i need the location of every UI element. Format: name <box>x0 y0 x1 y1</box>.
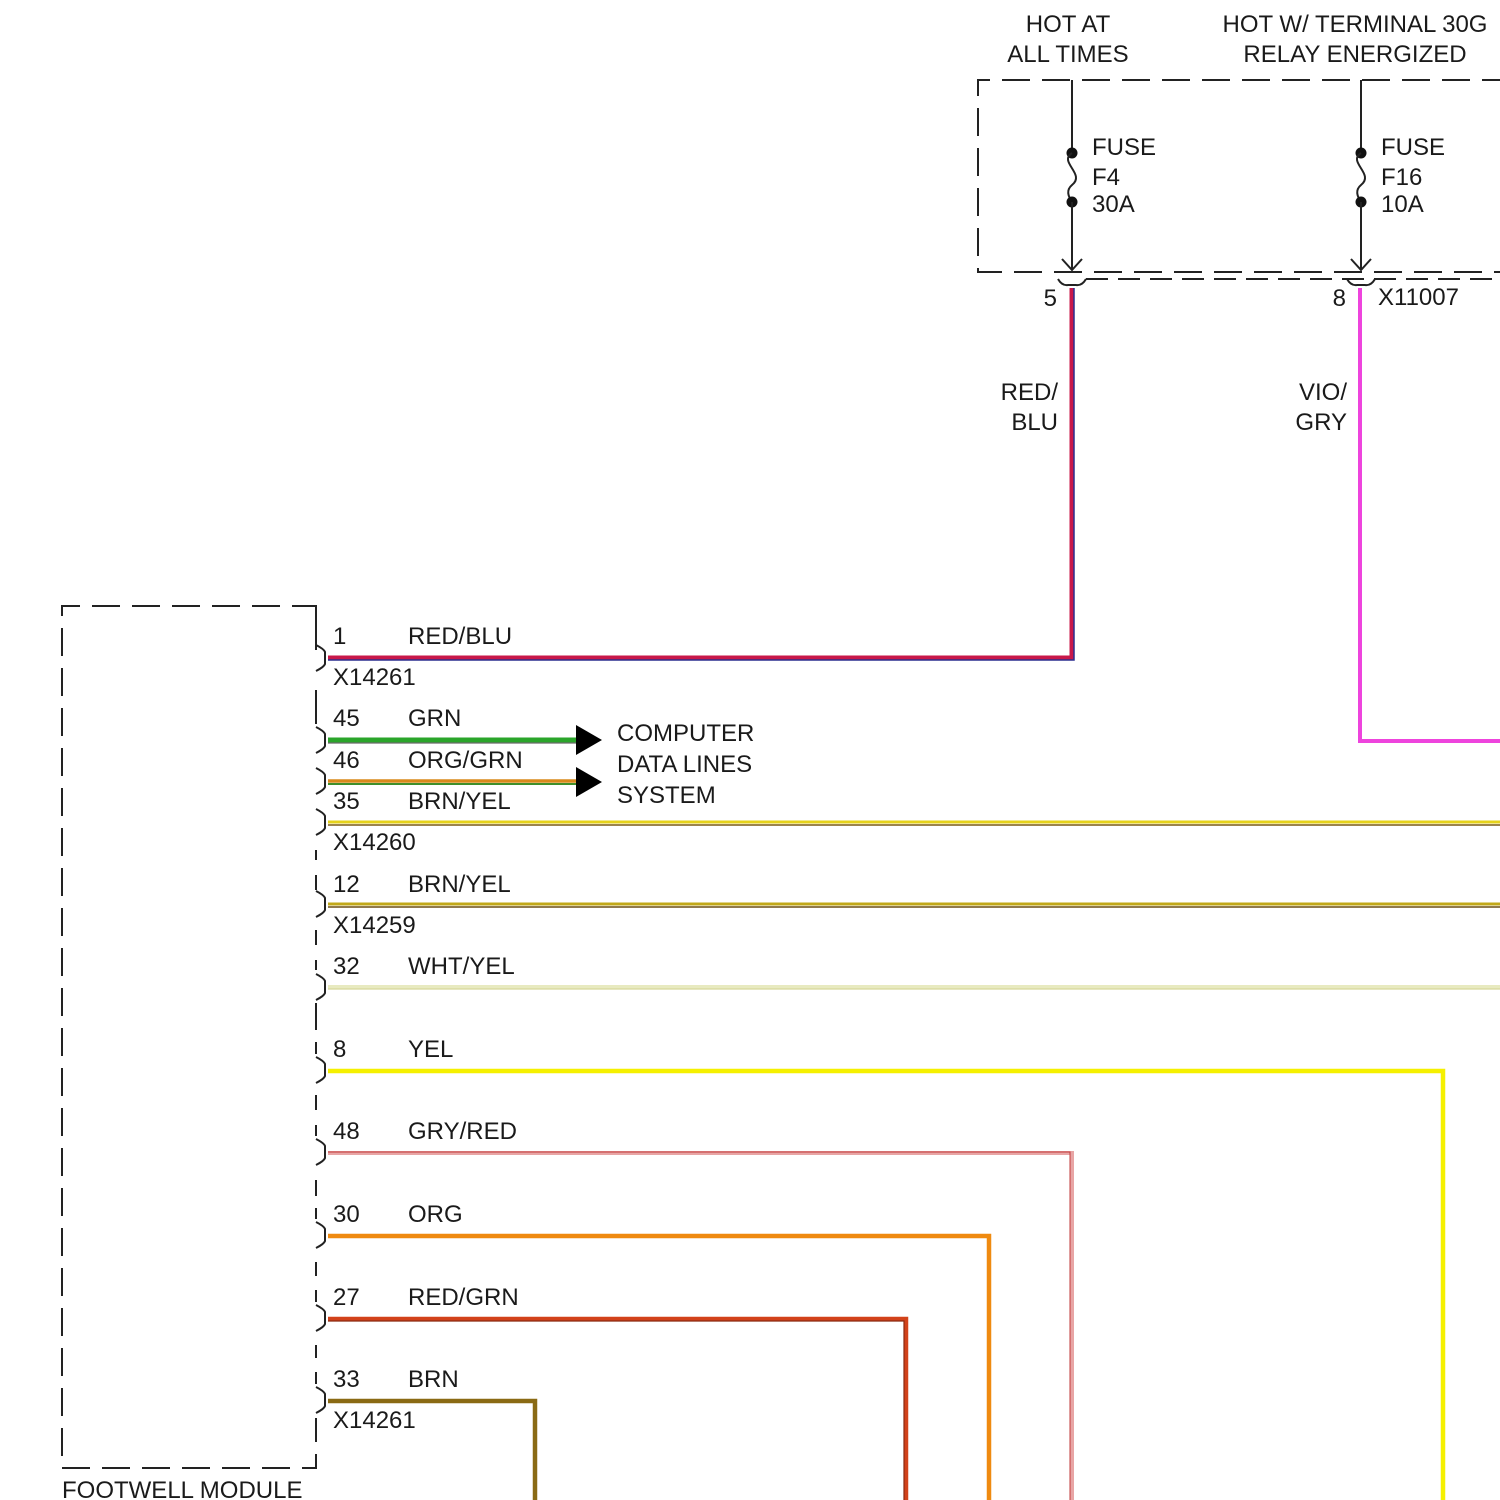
pin-number: 46 <box>333 747 360 774</box>
wire-label-vio-gry-line2: GRY <box>1295 409 1347 436</box>
connector-x11007-pin5-cup <box>1058 279 1086 285</box>
pin-row-46: 46 ORG/GRN <box>333 747 523 774</box>
pin-row-8: 8 YEL <box>333 1036 453 1063</box>
footwell-module-label: FOOTWELL MODULE <box>62 1477 302 1500</box>
arrow-grn <box>576 725 602 755</box>
wire-label-red-blu-line2: BLU <box>1011 409 1058 436</box>
pin-wire-color: BRN/YEL <box>408 788 511 815</box>
pin-connector: X14259 <box>333 912 416 939</box>
wire-red-blu <box>328 288 1074 660</box>
pin-wire-color: RED/BLU <box>408 623 512 650</box>
wire-brn-yel-35 <box>328 822 1500 825</box>
pin-connector: X14260 <box>333 829 416 856</box>
data-lines-label-line3: SYSTEM <box>617 782 716 809</box>
pin-row-27: 27 RED/GRN <box>333 1284 519 1311</box>
fuse-f16-symbol <box>1351 80 1371 270</box>
pin-row-30: 30 ORG <box>333 1201 463 1228</box>
wire-vio-gry <box>1360 288 1500 741</box>
pin-number: 27 <box>333 1284 360 1311</box>
fuse-f16-line1: FUSE <box>1381 134 1445 161</box>
pin-wire-color: GRN <box>408 705 461 732</box>
wire-label-vio-gry-line1: VIO/ <box>1299 379 1347 406</box>
pin-connector: X14261 <box>333 664 416 691</box>
pin-number: 32 <box>333 953 360 980</box>
source-hot-at-all-times-line1: HOT AT <box>1026 11 1111 38</box>
pin-row-32: 32 WHT/YEL <box>333 953 515 980</box>
pin-number: 8 <box>333 1036 346 1063</box>
pin-number: 33 <box>333 1366 360 1393</box>
module-connector-edge <box>316 606 325 1413</box>
fuse-f16-line2: F16 <box>1381 164 1422 191</box>
fuse-f16-line3: 10A <box>1381 191 1424 218</box>
connector-x11007-pin8: 8 <box>1333 285 1346 312</box>
pin-wire-color: RED/GRN <box>408 1284 519 1311</box>
wire-wht-yel <box>328 987 1500 989</box>
wire-brn-yel-12 <box>328 904 1500 907</box>
data-lines-label-line1: COMPUTER <box>617 720 754 747</box>
pin-wire-color: ORG <box>408 1201 463 1228</box>
pin-wire-color: YEL <box>408 1036 453 1063</box>
wire-label-red-blu-line1: RED/ <box>1001 379 1059 406</box>
pin-wire-color: ORG/GRN <box>408 747 523 774</box>
pin-number: 48 <box>333 1118 360 1145</box>
footwell-module-outline <box>62 606 316 1468</box>
pin-number: 12 <box>333 871 360 898</box>
wire-grn <box>328 740 580 743</box>
pin-number: 30 <box>333 1201 360 1228</box>
pin-number: 1 <box>333 623 346 650</box>
pin-row-48: 48 GRY/RED <box>333 1118 517 1145</box>
pin-wire-color: WHT/YEL <box>408 953 515 980</box>
pin-wire-color: BRN/YEL <box>408 871 511 898</box>
pin-connector: X14261 <box>333 1407 416 1434</box>
pin-wire-color: GRY/RED <box>408 1118 517 1145</box>
data-lines-label-line2: DATA LINES <box>617 751 752 778</box>
fuse-f4-line3: 30A <box>1092 191 1135 218</box>
arrow-org-grn <box>576 767 602 797</box>
fuse-f4-line2: F4 <box>1092 164 1120 191</box>
fuse-f4-line1: FUSE <box>1092 134 1156 161</box>
pin-number: 35 <box>333 788 360 815</box>
connector-x11007-label: X11007 <box>1378 284 1459 311</box>
source-hot-w-terminal-line2: RELAY ENERGIZED <box>1243 41 1466 68</box>
pin-number: 45 <box>333 705 360 732</box>
pin-wire-color: BRN <box>408 1366 459 1393</box>
wire-org-grn <box>328 781 580 784</box>
pin-row-45: 45 GRN <box>333 705 461 732</box>
source-hot-w-terminal-line1: HOT W/ TERMINAL 30G <box>1223 11 1488 38</box>
fuse-f4-symbol <box>1062 80 1082 270</box>
source-hot-at-all-times-line2: ALL TIMES <box>1007 41 1128 68</box>
connector-x11007-pin5: 5 <box>1044 285 1057 312</box>
